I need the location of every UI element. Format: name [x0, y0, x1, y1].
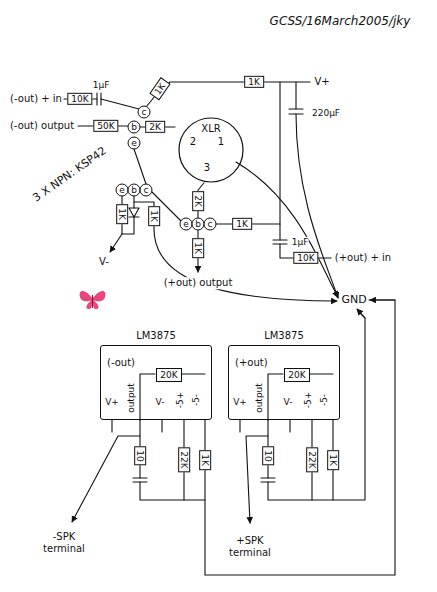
pin-label: output: [126, 383, 136, 413]
chip-channel: (-out): [107, 357, 135, 368]
resistor-value: 10K: [67, 93, 92, 105]
capacitor-value: 1μF: [292, 237, 309, 247]
resistor-box: 20K: [284, 368, 310, 382]
resistor-value: 10: [262, 446, 274, 465]
speaker-wire: [72, 436, 140, 522]
capacitor-value: 1μF: [93, 80, 110, 90]
capacitor-symbol: [133, 478, 147, 482]
capacitor-symbol: [97, 93, 101, 105]
signal-name: (+out) + in: [335, 252, 391, 264]
ground-name: GND: [341, 294, 366, 307]
pin-label: V-: [284, 397, 293, 407]
resistor-value: 50K: [93, 120, 118, 132]
wire: [268, 482, 333, 500]
resistor-value: 22K: [178, 447, 190, 472]
part-note: 3 X NPN: KSP42: [31, 145, 109, 205]
author-note: GCSS/16March2005/jky: [270, 15, 411, 29]
resistor-value: 1K: [232, 218, 252, 230]
resistor-value: 10: [134, 446, 146, 465]
pin-number: 1: [218, 136, 224, 148]
connector-name: XLR: [174, 117, 248, 134]
wire: [146, 82, 310, 107]
supply-name: V+: [314, 76, 329, 88]
resistor-value: 20K: [160, 370, 177, 380]
pin-label: output: [254, 383, 264, 413]
resistor-value: 22K: [306, 447, 318, 472]
signal-name: (-out) + in: [10, 93, 62, 105]
resistor-value: 1K: [148, 206, 160, 226]
wire: [134, 149, 146, 184]
resistor-value: 1K: [244, 76, 264, 88]
pin-number: 2: [190, 136, 196, 148]
capacitor-value: 220μF: [312, 108, 340, 118]
diode-symbol: [129, 208, 139, 217]
resistor-value: 1K: [149, 77, 170, 100]
pin-label: V+: [105, 397, 119, 407]
pin-number: 3: [204, 162, 210, 174]
wire: [295, 82, 296, 109]
ground-wire: [134, 202, 337, 301]
supply-name: V-: [99, 256, 109, 268]
chip-name: LM3875: [136, 330, 176, 341]
terminal-name: +SPK terminal: [222, 535, 278, 558]
pin-wires: [240, 311, 365, 500]
chip-channel: (+out): [235, 357, 268, 368]
transistor-pin: c: [140, 184, 153, 197]
amplifier-chip: LM3875(+out)20K: [228, 345, 340, 420]
resistor-value: 10K: [293, 252, 318, 264]
resistor-value: 2K: [145, 121, 165, 133]
wire: [279, 82, 280, 240]
capacitor-symbol: [261, 478, 275, 482]
transistor-pin: c: [204, 218, 217, 231]
resistor-value: 2K: [192, 191, 204, 211]
resistor-box: 20K: [156, 368, 182, 382]
signal-name: (-out) output: [10, 120, 74, 132]
resistor-value: 1K: [327, 450, 339, 470]
pin-label: -5+: [175, 392, 185, 409]
capacitor-symbol: [273, 240, 287, 244]
transistor-pin: c: [138, 106, 151, 119]
terminal-name: -SPK terminal: [36, 531, 92, 554]
wire: [101, 99, 139, 109]
pin-wires: [112, 300, 395, 575]
resistor-value: 1K: [199, 450, 211, 470]
pin-label: V+: [233, 397, 247, 407]
resistor-value: 1K: [116, 204, 128, 224]
resistor-value: 1K: [192, 238, 204, 258]
transistor-pin: e: [128, 137, 141, 150]
connector-circle: XLR: [174, 117, 248, 183]
capacitor-symbol: [289, 109, 303, 114]
ground-wire: [296, 114, 338, 298]
ground-wire: [357, 309, 365, 318]
ground-wire: [370, 299, 395, 300]
transistor-pin: b: [128, 121, 141, 134]
pin-label: -5+: [303, 392, 313, 409]
chip-name: LM3875: [264, 330, 304, 341]
pin-label: -5-: [319, 394, 329, 406]
pin-label: -5-: [191, 394, 201, 406]
signal-name: (+out) output: [164, 277, 233, 289]
amplifier-chip: LM3875(-out)20K: [100, 345, 212, 420]
resistor-value: 20K: [288, 370, 305, 380]
pin-label: V-: [156, 397, 165, 407]
supply-wire: [110, 234, 122, 252]
butterfly-icon: [80, 291, 106, 309]
wire: [140, 482, 205, 500]
